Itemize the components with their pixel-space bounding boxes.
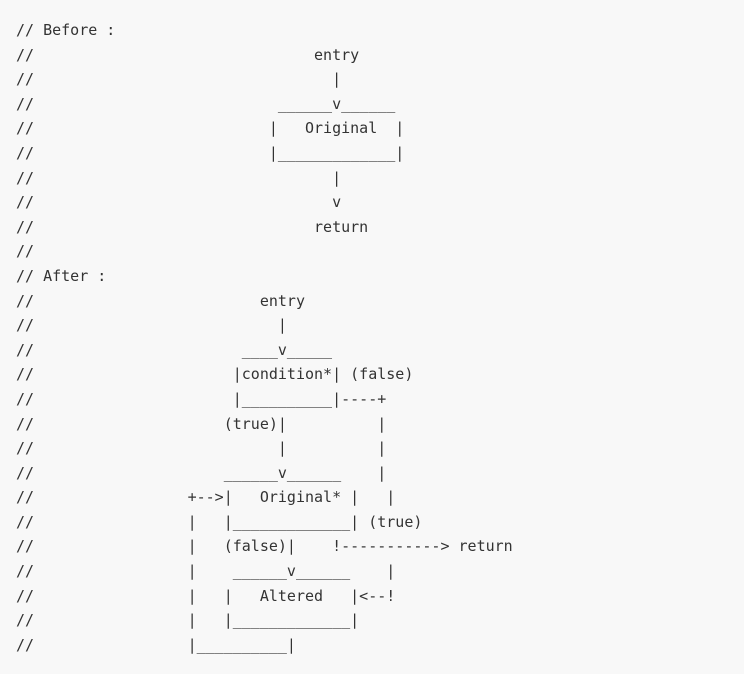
code-line: // | |: [16, 439, 387, 458]
code-line: // | ______v______ |: [16, 562, 396, 581]
code-line: // After :: [16, 266, 107, 285]
code-line: // entry: [16, 291, 305, 310]
code-line: // |condition*| (false): [16, 365, 414, 384]
code-line: // return: [16, 217, 369, 236]
code-line: // | Original |: [16, 119, 405, 138]
code-block: // Before : // entry // | // ______v______ /…: [16, 18, 744, 657]
code-line: //: [16, 242, 35, 261]
code-line: // ______v______: [16, 94, 396, 113]
code-line: // | |_____________| (true): [16, 512, 423, 531]
code-line: // |: [16, 316, 287, 335]
code-line: // | |_____________|: [16, 611, 360, 630]
code-line: // |__________|: [16, 635, 296, 654]
code-line: // |: [16, 168, 342, 187]
code-line: // |_____________|: [16, 143, 405, 162]
code-line: // +-->| Original* | |: [16, 488, 396, 507]
code-line: // (true)| |: [16, 414, 387, 433]
code-line: // | (false)| !-----------> return: [16, 537, 513, 556]
code-line: // Before :: [16, 21, 116, 39]
code-line: // |: [16, 70, 342, 89]
code-line: // v: [16, 193, 342, 212]
code-line: // entry: [16, 45, 360, 64]
code-line: // ____v_____: [16, 340, 333, 359]
code-line: // | | Altered |<--!: [16, 586, 396, 605]
code-line: // |__________|----+: [16, 389, 387, 408]
code-line: // ______v______ |: [16, 463, 387, 482]
